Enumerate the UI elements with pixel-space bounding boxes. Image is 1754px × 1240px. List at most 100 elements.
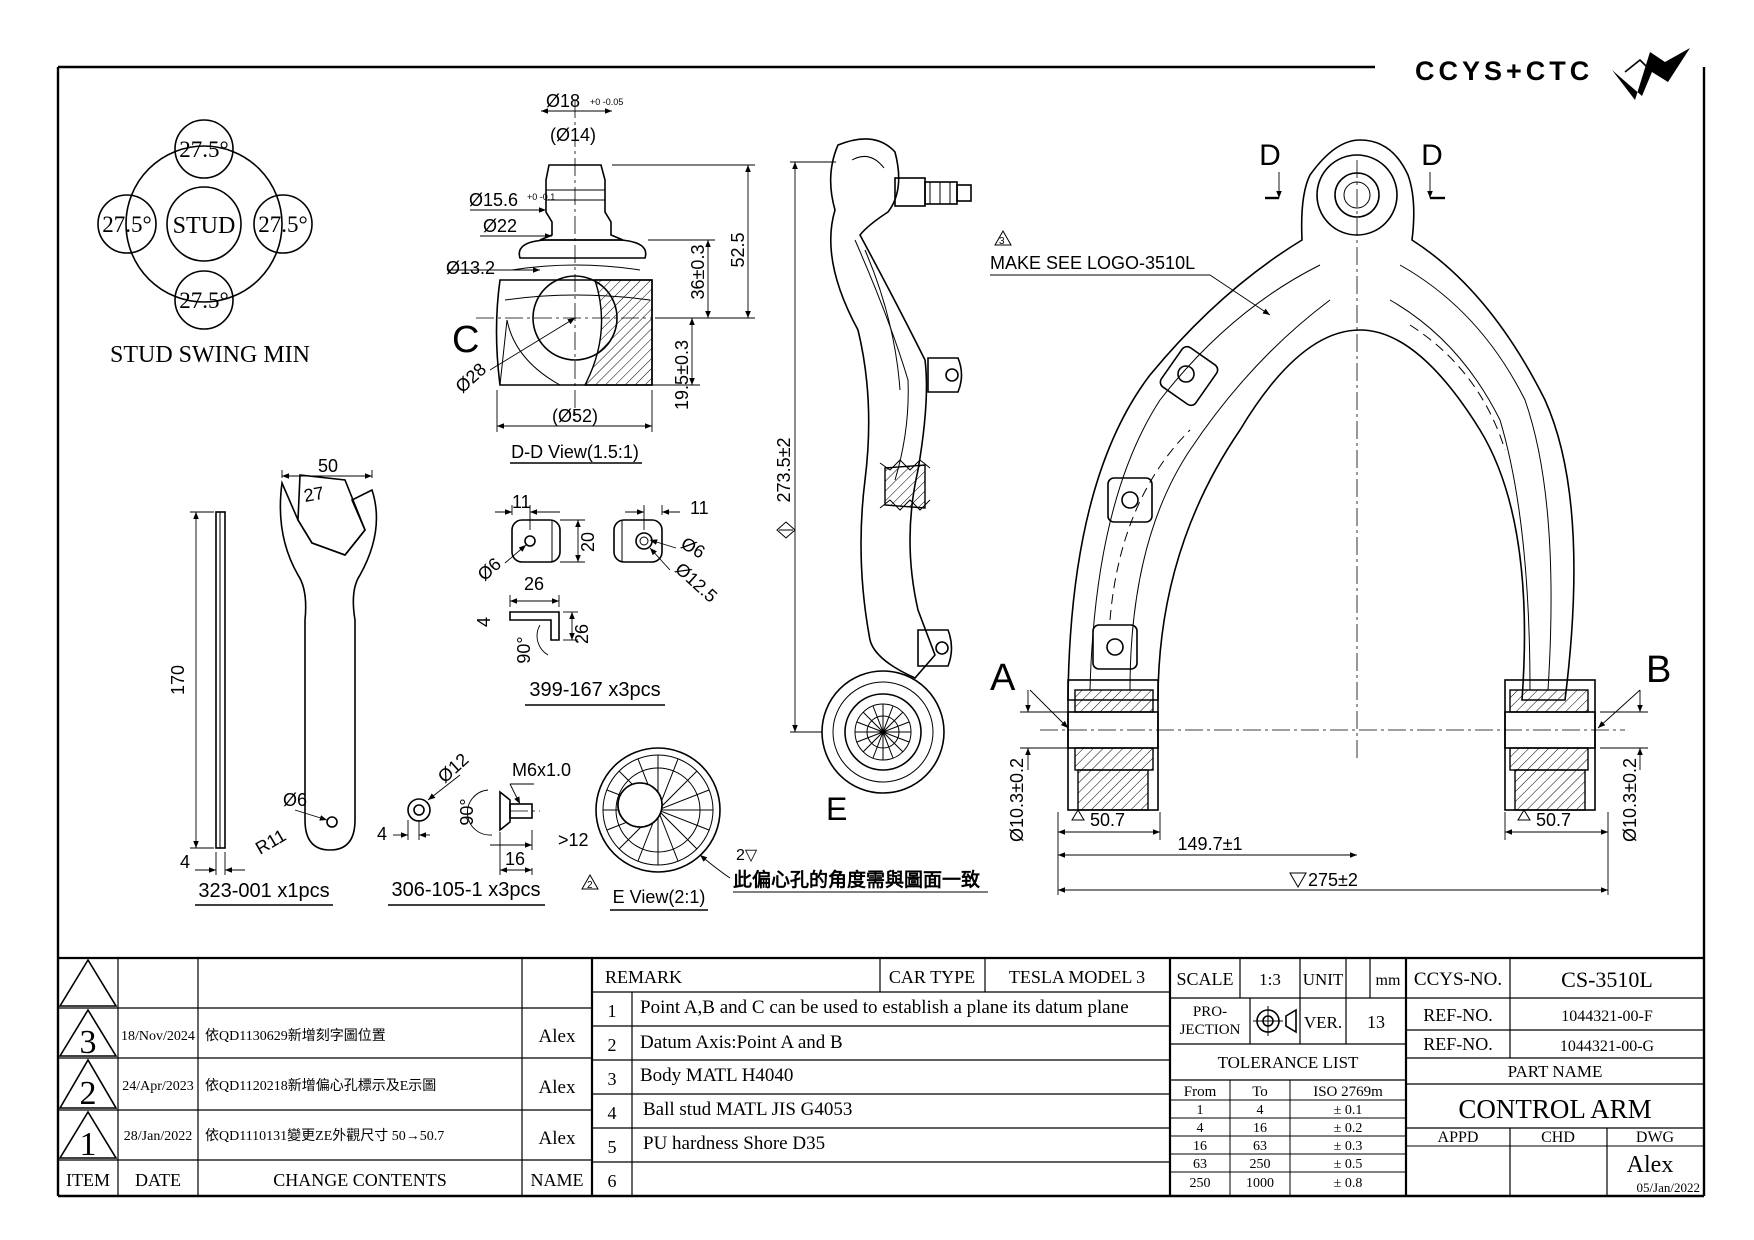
part-name-value: CONTROL ARM [1458, 1094, 1651, 1124]
ccys-no-value: CS-3510L [1561, 967, 1653, 992]
wrench-dim-r11: R11 [252, 825, 289, 858]
rev-num: 1 [80, 1126, 97, 1163]
remark-text: Point A,B and C can be used to establish… [640, 997, 1129, 1018]
dd-dim-h195: 19.5±0.3 [672, 340, 692, 410]
wrench-caption: 323-001 x1pcs [198, 880, 329, 902]
revision-table: 3 18/Nov/2024 依QD1130629新增刻字圖位置 Alex 2 2… [66, 1024, 584, 1190]
datum-label-a: A [990, 657, 1016, 699]
dd-dim-h525: 52.5 [728, 232, 748, 267]
swing-angle-left: 27.5° [102, 212, 151, 237]
appd-label: APPD [1438, 1129, 1479, 1146]
swing-angle-right: 27.5° [258, 212, 307, 237]
tol-from: 1 [1197, 1103, 1204, 1118]
rev-date: 24/Apr/2023 [122, 1079, 194, 1094]
rev-header-name: NAME [531, 1170, 584, 1190]
rev-content: 依QD1130629新增刻字圖位置 [205, 1028, 386, 1044]
swing-angle-bottom: 27.5° [179, 288, 228, 313]
swing-angle-top: 27.5° [179, 137, 228, 162]
stud-label: STUD [173, 213, 236, 239]
dd-section-view: Ø18 +0 -0.05 (Ø14) Ø15.6 +0 -0.1 Ø22 Ø13… [446, 91, 755, 464]
title-block-grid [58, 956, 1704, 1196]
remark-num: 4 [608, 1103, 617, 1123]
stud-swing-diagram: STUD 27.5° 27.5° 27.5° 27.5° STUD SWING … [97, 119, 313, 368]
screw-dim-m6: M6x1.0 [512, 760, 571, 780]
rev-header-item: ITEM [66, 1170, 110, 1190]
projection-label-2: JECTION [1180, 1022, 1241, 1038]
front-dim-507-right: 50.7 [1536, 810, 1571, 830]
dd-dim-d156: Ø15.6 [469, 190, 518, 210]
ref-no-label-1: REF-NO. [1423, 1005, 1493, 1025]
unit-value: mm [1376, 972, 1401, 989]
tol-value: ± 0.1 [1334, 1103, 1363, 1118]
tol-value: ± 0.5 [1334, 1157, 1363, 1172]
scale-label: SCALE [1176, 969, 1233, 989]
tol-header-from: From [1184, 1084, 1217, 1100]
screw-dim-gt12: >12 [558, 830, 589, 850]
bracket-dim-26a: 26 [524, 574, 544, 594]
logo-note-mark: 3 [999, 236, 1005, 247]
bracket-dim-20: 20 [578, 532, 598, 552]
screw-dim-t4: 4 [377, 824, 387, 844]
e-view-caption: E View(2:1) [613, 887, 706, 907]
car-type-value: TESLA MODEL 3 [1009, 967, 1145, 987]
remarks-table: REMARK CAR TYPE TESLA MODEL 3 1 Point A,… [605, 967, 1145, 1191]
drawn-by: Alex [1627, 1152, 1674, 1178]
rev-name: Alex [539, 1077, 576, 1098]
bracket-dim-d6b: Ø6 [678, 533, 709, 562]
remark-text: Body MATL H4040 [640, 1065, 793, 1086]
rev-content: 依QD1120218新增偏心孔標示及E示圖 [205, 1078, 436, 1094]
wrench-part: 170 4 50 27 Ø6 R11 323-001 x1pcs [168, 456, 378, 906]
rev-name: Alex [539, 1128, 576, 1149]
projection-symbol-icon [1253, 1006, 1297, 1036]
tol-value: ± 0.2 [1334, 1121, 1363, 1136]
dwg-label: DWG [1636, 1129, 1675, 1146]
dd-dim-d28: Ø28 [451, 359, 490, 397]
front-dim-d103-left: Ø10.3±0.2 [1007, 758, 1027, 842]
rev-header-date: DATE [135, 1170, 181, 1190]
screw-dim-16: 16 [505, 849, 525, 869]
e-view: 2 E View(2:1) 2▽ 此偏心孔的角度需與圖面一致 [581, 747, 988, 911]
unit-label: UNIT [1303, 970, 1344, 989]
rev-content: 依QD1110131變更ZE外觀尺寸 50→50.7 [205, 1128, 444, 1144]
tolerance-title: TOLERANCE LIST [1218, 1053, 1359, 1072]
remark-text: PU hardness Shore D35 [643, 1133, 825, 1154]
rev-date: 18/Nov/2024 [121, 1029, 195, 1044]
bracket-dim-26b: 26 [572, 624, 592, 644]
tol-from: 16 [1193, 1139, 1207, 1154]
ver-value: 13 [1367, 1012, 1385, 1032]
front-dim-275: 275±2 [1308, 870, 1358, 890]
dd-view-caption: D-D View(1.5:1) [511, 442, 639, 462]
ccys-no-label: CCYS-NO. [1414, 969, 1502, 990]
bracket-dim-11a: 11 [512, 492, 531, 512]
wrench-dim-d6: Ø6 [283, 790, 307, 810]
chd-label: CHD [1541, 1129, 1575, 1146]
side-view: 273.5±2 E [774, 138, 972, 827]
dd-dim-h36: 36±0.3 [688, 245, 708, 300]
ref-no-label-2: REF-NO. [1423, 1034, 1493, 1054]
tol-to: 16 [1253, 1121, 1267, 1136]
dd-dim-d14: (Ø14) [550, 125, 596, 145]
title-block: CCYS-NO. CS-3510L REF-NO. 1044321-00-F R… [1414, 967, 1700, 1195]
e-view-note-mark: 2 [587, 880, 593, 891]
front-dim-1497: 149.7±1 [1178, 834, 1243, 854]
screw-dim-a90: 90° [457, 798, 477, 825]
wrench-dim-50: 50 [318, 456, 338, 476]
dd-dim-d22: Ø22 [483, 216, 517, 236]
bracket-caption: 399-167 x3pcs [529, 679, 660, 701]
scale-value: 1:3 [1259, 970, 1281, 989]
bracket-dim-d6a: Ø6 [474, 554, 505, 585]
ver-label: VER. [1304, 1013, 1342, 1032]
remark-num: 6 [608, 1171, 617, 1191]
stud-swing-caption: STUD SWING MIN [110, 342, 310, 368]
dd-dim-d18: Ø18 [546, 91, 580, 111]
wrench-dim-170: 170 [168, 665, 188, 695]
tol-to: 250 [1250, 1157, 1271, 1172]
wrench-dim-27: 27 [302, 483, 325, 506]
bracket-part: 11 11 20 Ø6 Ø6 Ø12.5 26 26 4 90° 399-167… [474, 492, 721, 706]
projection-label-1: PRO- [1193, 1004, 1227, 1020]
front-dim-507-left: 50.7 [1090, 810, 1125, 830]
screw-caption: 306-105-1 x3pcs [392, 879, 541, 901]
front-view: D D 3 MAKE SEE LOGO-3510L A B Ø10.3±0.2 … [990, 139, 1671, 895]
dd-dim-d18-tol: +0 -0.05 [590, 97, 623, 107]
screw-dim-d12: Ø12 [434, 749, 473, 787]
